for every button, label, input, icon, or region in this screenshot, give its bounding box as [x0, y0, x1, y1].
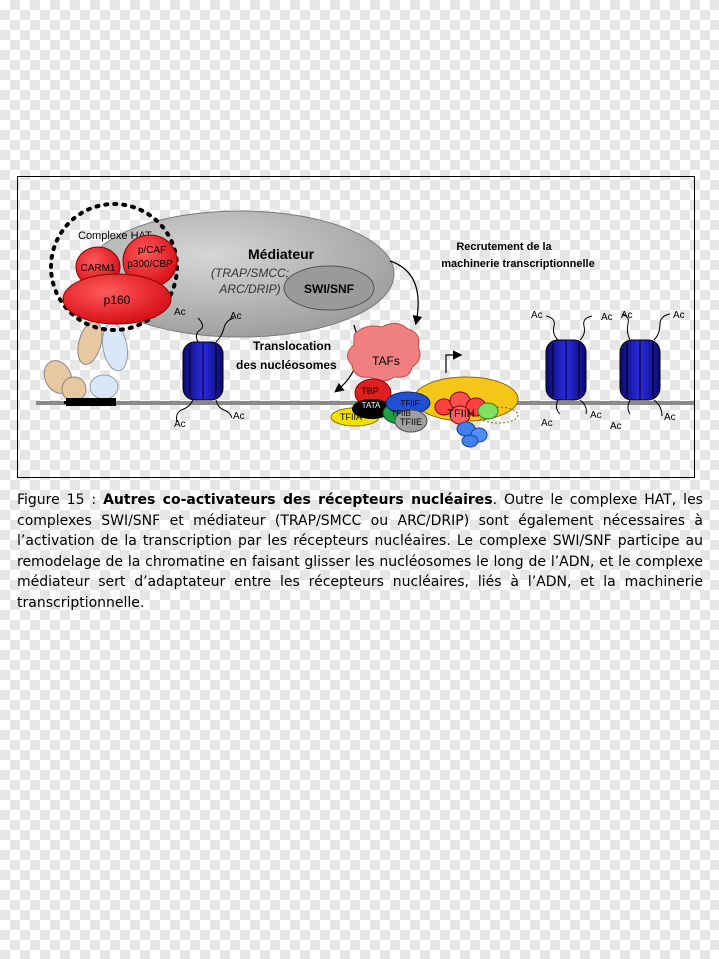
hat-complex-outline [49, 202, 179, 332]
nucleosome-2 [545, 315, 593, 415]
recruitment-line2: machinerie transcriptionnelle [441, 258, 594, 270]
caption-body: . Outre le complexe HAT, les complexes S… [17, 492, 703, 611]
figure-caption: Figure 15 : Autres co-activateurs des ré… [17, 490, 703, 613]
mediator-label: Médiateur [248, 246, 315, 262]
hat-complex-label: Complexe HAT [78, 230, 152, 242]
nucleosome-1 [182, 341, 224, 401]
translocation-line1: Translocation [253, 339, 331, 353]
caption-label: Figure 15 : [17, 492, 104, 508]
acetyl-label: Ac [233, 411, 245, 422]
swi-snf-label: SWI/SNF [304, 282, 354, 296]
acetyl-label: Ac [531, 310, 543, 321]
transcription-machinery [330, 323, 519, 448]
figure-frame: Médiateur (TRAP/SMCC; ARC/DRIP) SWI/SNF … [17, 176, 695, 478]
mediator-sub2: ARC/DRIP) [218, 282, 280, 296]
acetyl-label: Ac [541, 418, 553, 429]
acetyl-label: Ac [230, 311, 242, 322]
pcaf-label: p/CAF [138, 245, 166, 256]
acetyl-label: Ac [610, 421, 622, 432]
tafs-label: TAFs [372, 354, 400, 368]
tfiia-label: TFIIA [340, 412, 362, 422]
acetyl-label: Ac [673, 310, 685, 321]
translocation-line2: des nucléosomes [236, 358, 337, 372]
recruitment-arrow [389, 260, 423, 326]
acetyl-label: Ac [590, 410, 602, 421]
mediator-sub1: (TRAP/SMCC; [211, 266, 289, 280]
acetyl-label: Ac [174, 307, 186, 318]
nuclear-receptor-group [43, 321, 129, 406]
acetyl-label: Ac [621, 310, 633, 321]
acetyl-label: Ac [601, 312, 613, 323]
acetyl-label: Ac [664, 412, 676, 423]
caption-title: Autres co-activateurs des récepteurs nuc… [103, 492, 493, 508]
nucleosome-3 [619, 313, 671, 417]
tata-label: TATA [362, 401, 381, 410]
tbp-label: TBP [361, 386, 379, 396]
swi-snf-complex [283, 265, 375, 311]
tfiib-label: TFIIB [391, 409, 411, 418]
tfiih-label: TFIIH [447, 408, 475, 420]
tfiif-label: TFIIF [400, 399, 419, 408]
p160-label: p160 [104, 293, 131, 307]
acetyl-label: Ac [174, 419, 186, 430]
tfiie-label: TFIIE [400, 417, 422, 427]
p300-cbp-label: p300/CBP [127, 259, 173, 270]
carm1-label: CARM1 [80, 263, 115, 274]
p160-protein [62, 273, 172, 325]
coactivator-diagram: Médiateur (TRAP/SMCC; ARC/DRIP) SWI/SNF … [36, 202, 694, 448]
recruitment-line1: Recrutement de la [456, 241, 552, 253]
